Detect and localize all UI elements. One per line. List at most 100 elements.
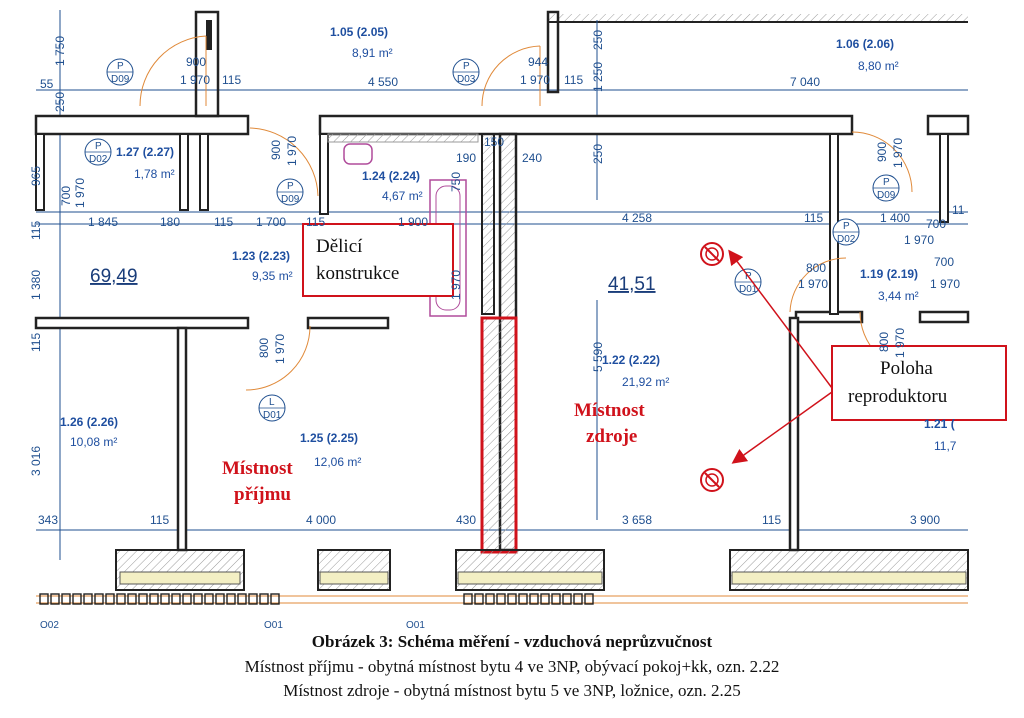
room-id: 1.22 (2.22)	[602, 353, 660, 367]
plan-text: Dělicí konstrukce Poloha reproduktoru Mí…	[29, 25, 965, 630]
door-tag-code: D02	[89, 154, 108, 165]
brick-mark	[83, 593, 93, 605]
brick-mark	[529, 593, 539, 605]
svg-text:4 000: 4 000	[306, 513, 336, 527]
brick-mark	[105, 593, 115, 605]
svg-text:115: 115	[150, 513, 169, 527]
door-tag-type: P	[117, 61, 124, 72]
svg-text:1 970: 1 970	[798, 277, 828, 291]
brick-mark	[171, 593, 181, 605]
caption-title: Obrázek 3: Schéma měření - vzduchová nep…	[311, 632, 713, 651]
svg-text:800: 800	[257, 338, 271, 358]
room-area: 21,92 m²	[622, 375, 669, 389]
svg-text:900: 900	[875, 142, 889, 162]
partition-label-1: Dělicí	[316, 236, 363, 257]
svg-text:3 658: 3 658	[622, 513, 652, 527]
door-tags: PD09PD03PD02PD09PD09PD02PD01LD01	[84, 58, 900, 422]
svg-text:250: 250	[591, 30, 605, 50]
room-area: 4,67 m²	[382, 189, 423, 203]
brick-mark	[237, 593, 247, 605]
door-tag-type: P	[95, 141, 102, 152]
door-tag-type: P	[883, 177, 890, 188]
svg-text:4 258: 4 258	[622, 211, 652, 225]
svg-text:150: 150	[484, 135, 504, 149]
total-area-left: 69,49	[90, 266, 138, 287]
svg-text:115: 115	[29, 221, 43, 240]
svg-text:190: 190	[456, 151, 476, 165]
source-label-1: Místnost	[574, 400, 645, 421]
brick-mark	[507, 593, 517, 605]
svg-text:1 700: 1 700	[256, 215, 286, 229]
svg-text:1 970: 1 970	[180, 73, 210, 87]
brick-row	[39, 593, 594, 605]
svg-text:1 970: 1 970	[891, 138, 905, 168]
svg-text:1 970: 1 970	[285, 136, 299, 166]
brick-mark	[61, 593, 71, 605]
door-tag: P D09	[106, 58, 134, 86]
caption-line-1: Místnost příjmu - obytná místnost bytu 4…	[244, 657, 780, 676]
brick-mark	[562, 593, 572, 605]
brick-mark	[259, 593, 269, 605]
svg-text:O01: O01	[406, 620, 425, 630]
svg-text:750: 750	[449, 172, 463, 192]
door-tag-code: D01	[739, 284, 758, 295]
brick-mark	[540, 593, 550, 605]
door-tag-code: D03	[457, 74, 476, 85]
svg-text:O02: O02	[40, 620, 59, 630]
svg-text:180: 180	[160, 215, 180, 229]
brick-mark	[573, 593, 583, 605]
brick-mark	[193, 593, 203, 605]
brick-mark	[496, 593, 506, 605]
svg-text:1 970: 1 970	[930, 277, 960, 291]
brick-mark	[72, 593, 82, 605]
svg-text:1 970: 1 970	[273, 334, 287, 364]
room-id: 1.25 (2.25)	[300, 431, 358, 445]
svg-text:115: 115	[762, 513, 781, 527]
facade-bottom	[36, 549, 969, 604]
brick-mark	[270, 593, 280, 605]
svg-text:700: 700	[934, 255, 954, 269]
svg-text:240: 240	[522, 151, 542, 165]
svg-text:115: 115	[29, 333, 43, 352]
svg-text:115: 115	[564, 73, 583, 87]
svg-text:900: 900	[186, 55, 206, 69]
brick-mark	[39, 593, 49, 605]
speaker-icon	[700, 242, 724, 266]
svg-text:7 040: 7 040	[790, 75, 820, 89]
wall-middle	[34, 310, 970, 330]
partition-label-2: konstrukce	[316, 263, 399, 284]
svg-text:1 900: 1 900	[398, 215, 428, 229]
room-area: 11,7	[934, 439, 957, 453]
door-tag-code: D09	[111, 74, 130, 85]
total-area-right: 41,51	[608, 274, 656, 295]
svg-text:1 970: 1 970	[904, 233, 934, 247]
door-tag-code: D09	[281, 194, 300, 205]
door-tag-type: L	[269, 397, 275, 408]
brick-mark	[463, 593, 473, 605]
svg-text:115: 115	[222, 73, 241, 87]
door-tag-type: P	[843, 221, 850, 232]
speaker-icon	[700, 468, 724, 492]
brick-mark	[138, 593, 148, 605]
speaker-arrow	[731, 391, 833, 464]
svg-text:O01: O01	[264, 620, 283, 630]
brick-mark	[215, 593, 225, 605]
room-area: 8,91 m²	[352, 46, 393, 60]
brick-mark	[584, 593, 594, 605]
svg-text:900: 900	[269, 140, 283, 160]
svg-text:115: 115	[214, 215, 233, 229]
svg-text:250: 250	[53, 92, 67, 112]
brick-mark	[204, 593, 214, 605]
upper-wall-hatch	[548, 14, 968, 22]
svg-text:55: 55	[40, 77, 54, 91]
svg-text:944: 944	[528, 55, 548, 69]
room-area: 10,08 m²	[70, 435, 117, 449]
room-id: 1.06 (2.06)	[836, 37, 894, 51]
svg-text:700: 700	[59, 186, 73, 206]
brick-mark	[116, 593, 126, 605]
speaker-arrow	[728, 249, 833, 389]
